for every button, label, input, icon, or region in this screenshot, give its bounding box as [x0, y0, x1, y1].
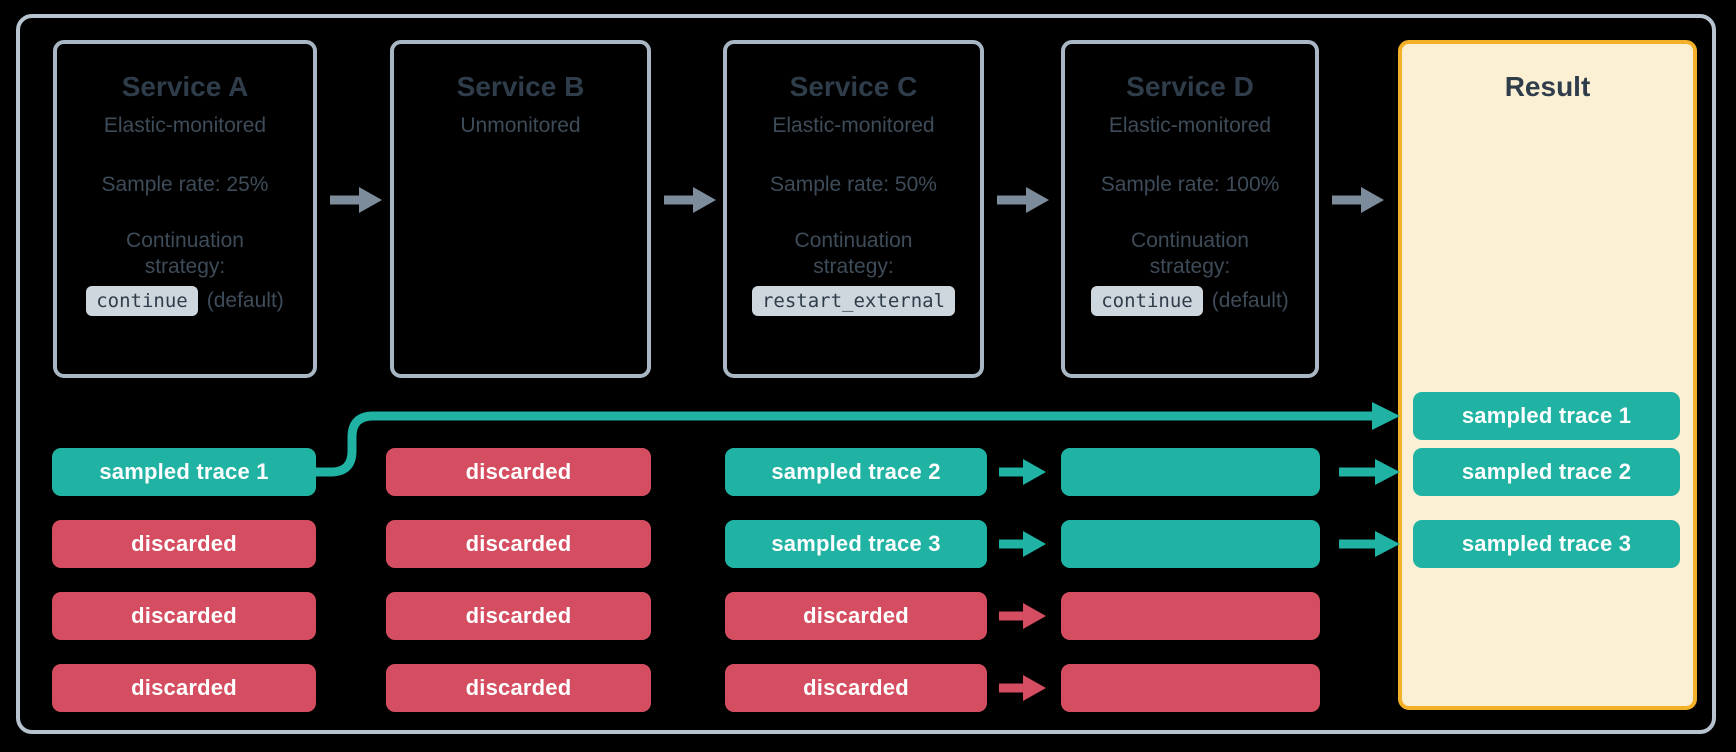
trace-pill-a3: discarded [52, 592, 316, 640]
service-b-title: Service B [456, 71, 585, 102]
service-d-strategy-note: (default) [1211, 289, 1289, 312]
trace-pill-c2: sampled trace 3 [725, 520, 987, 568]
trace-pill-b1: discarded [386, 448, 651, 496]
trace-pill-c4: discarded [725, 664, 987, 712]
trace-pill-d1 [1061, 448, 1320, 496]
service-d-title: Service D [1126, 71, 1254, 102]
service-c-strategy-label: Continuation strategy: [794, 229, 913, 278]
result-box: Result [1398, 40, 1697, 710]
result-pill-trace2: sampled trace 2 [1413, 448, 1680, 496]
service-d-strategy-label: Continuation strategy: [1131, 229, 1249, 278]
trace-pill-c3: discarded [725, 592, 987, 640]
trace-pill-a4: discarded [52, 664, 316, 712]
result-pill-trace3: sampled trace 3 [1413, 520, 1680, 568]
service-a-monitoring: Elastic-monitored [103, 114, 267, 137]
diagram-outer-frame [16, 14, 1716, 734]
service-d-monitoring: Elastic-monitored [1108, 114, 1272, 137]
service-box-b: Service B Unmonitored [390, 40, 651, 378]
trace-pill-b2: discarded [386, 520, 651, 568]
service-c-title: Service C [789, 71, 918, 102]
trace-pill-b3: discarded [386, 592, 651, 640]
service-c-strategy-code-chip: restart_external [751, 286, 956, 316]
service-a-strategy-label: Continuation strategy: [126, 229, 244, 278]
trace-pill-a2: discarded [52, 520, 316, 568]
trace-pill-d4 [1061, 664, 1320, 712]
trace-pill-d2 [1061, 520, 1320, 568]
service-d-sample-rate: Sample rate: 100% [1100, 173, 1280, 196]
trace-pill-d3 [1061, 592, 1320, 640]
service-box-d: Service D Elastic-monitored Sample rate:… [1061, 40, 1319, 378]
result-title: Result [1504, 71, 1591, 102]
trace-pill-c1: sampled trace 2 [725, 448, 987, 496]
result-pill-trace1: sampled trace 1 [1413, 392, 1680, 440]
service-d-strategy-code-chip: continue [1091, 286, 1203, 316]
service-a-strategy-code-chip: continue [86, 286, 198, 316]
service-box-c: Service C Elastic-monitored Sample rate:… [723, 40, 984, 378]
service-box-a: Service A Elastic-monitored Sample rate:… [53, 40, 317, 378]
trace-pill-b4: discarded [386, 664, 651, 712]
service-c-monitoring: Elastic-monitored [772, 114, 935, 137]
service-b-monitoring: Unmonitored [460, 114, 581, 137]
trace-pill-a1: sampled trace 1 [52, 448, 316, 496]
service-a-sample-rate: Sample rate: 25% [101, 173, 269, 196]
service-a-title: Service A [121, 71, 249, 102]
service-a-strategy-note: (default) [206, 289, 284, 312]
service-c-sample-rate: Sample rate: 50% [770, 173, 937, 196]
